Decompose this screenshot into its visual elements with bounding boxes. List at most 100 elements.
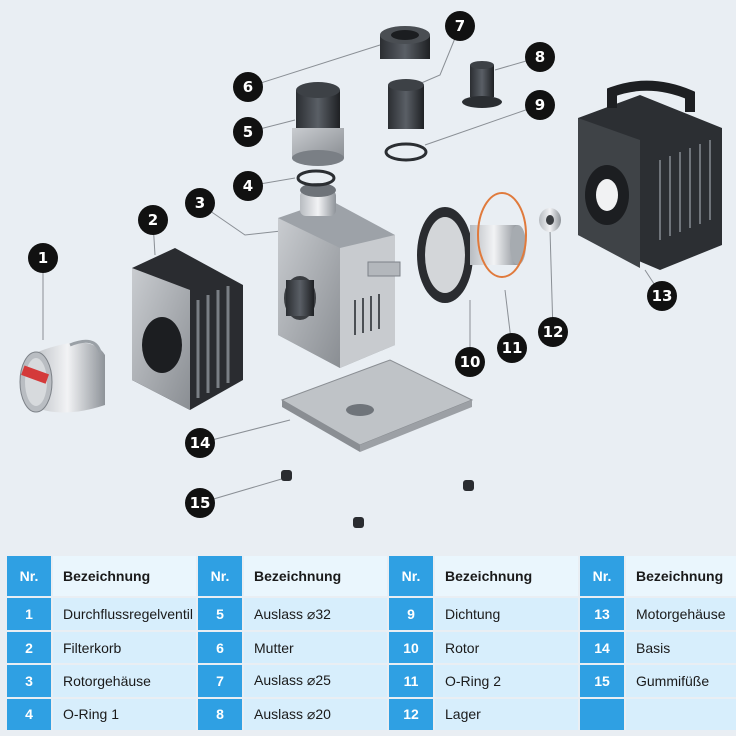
o-ring-2-part [477,192,527,278]
table-cell-nr: 4 [5,696,53,733]
nut-part [380,26,430,59]
table-cell-bezeichnung: Filterkorb [51,629,198,666]
table-cell-nr: 13 [578,596,626,632]
filter-basket-part [132,248,243,410]
number-badge-circle [525,42,555,72]
number-badge-label: 10 [460,353,481,371]
table-cell-nr: 7 [196,663,244,699]
number-badge-label: 13 [652,287,673,305]
number-badge-1: 1 [28,243,58,273]
rotor-part [417,207,526,303]
table-header-nr: Nr. [578,553,626,599]
outlet-20-part [462,61,502,108]
table-header-bezeichnung: Bezeichnung [51,553,198,599]
number-badge-9: 9 [525,90,555,120]
number-badge-label: 7 [455,17,465,35]
table-cell-bezeichnung: O-Ring 2 [433,663,580,699]
number-badge-14: 14 [185,428,215,458]
number-badge-2: 2 [138,205,168,235]
number-badge-circle [233,72,263,102]
number-badge-circle [525,90,555,120]
number-badge-label: 11 [502,339,523,357]
number-badge-label: 2 [148,211,158,229]
number-badge-circle [185,188,215,218]
motor-housing-part [578,80,722,270]
table-cell-bezeichnung: O-Ring 1 [51,696,198,733]
number-badge-6: 6 [233,72,263,102]
number-badge-11: 11 [497,333,527,363]
table-cell-nr [578,696,626,733]
table-cell-bezeichnung [624,696,736,733]
table-header-bezeichnung: Bezeichnung [433,553,580,599]
number-badge-label: 1 [38,249,48,267]
seal-part [384,142,428,162]
base-part [280,359,474,452]
number-badge-15: 15 [185,488,215,518]
number-badge-label: 15 [190,494,211,512]
number-badge-8: 8 [525,42,555,72]
table-cell-bezeichnung: Durchflussregelventil [51,596,198,632]
table-cell-nr: 8 [196,696,244,733]
number-badge-circle [538,317,568,347]
number-badge-circle [28,243,58,273]
table-cell-bezeichnung: Mutter [242,629,389,666]
table-cell-nr: 2 [5,629,53,666]
number-badge-circle [233,117,263,147]
number-badge-10: 10 [455,347,485,377]
number-badge-label: 12 [543,323,564,341]
number-badge-label: 6 [243,78,253,96]
number-badge-circle [497,333,527,363]
number-badge-7: 7 [445,11,475,41]
table-cell-nr: 10 [387,629,435,666]
number-badge-circle [445,11,475,41]
table-cell-nr: 9 [387,596,435,632]
outlet-32-part [292,82,344,166]
number-badge-12: 12 [538,317,568,347]
table-cell-bezeichnung: Auslass ⌀32 [242,596,389,632]
rubber-feet-part [281,470,474,528]
rotor-housing-part [278,183,401,368]
table-cell-nr: 1 [5,596,53,632]
table-cell-bezeichnung: Lager [433,696,580,733]
table-header-nr: Nr. [387,553,435,599]
table-header-nr: Nr. [196,553,244,599]
table-cell-bezeichnung: Rotor [433,629,580,666]
number-badge-label: 8 [535,48,545,66]
number-badge-5: 5 [233,117,263,147]
number-badge-label: 3 [195,194,205,212]
table-cell-bezeichnung: Auslass ⌀20 [242,696,389,733]
table-cell-nr: 14 [578,629,626,666]
number-badge-4: 4 [233,171,263,201]
number-badge-3: 3 [185,188,215,218]
table-cell-bezeichnung: Motorgehäuse [624,596,736,632]
o-ring-1-part [296,169,336,187]
table-cell-nr: 15 [578,663,626,699]
number-badge-circle [138,205,168,235]
table-header-bezeichnung: Bezeichnung [624,553,736,599]
table-cell-bezeichnung: Dichtung [433,596,580,632]
number-badge-label: 9 [535,96,545,114]
table-cell-bezeichnung: Basis [624,629,736,666]
bearing-part [539,208,561,232]
number-badge-label: 4 [243,177,253,195]
table-cell-nr: 6 [196,629,244,666]
number-badge-label: 14 [190,434,211,452]
table-cell-bezeichnung: Rotorgehäuse [51,663,198,699]
number-badge-circle [233,171,263,201]
number-badge-circle [185,428,215,458]
table-cell-nr: 11 [387,663,435,699]
table-header-bezeichnung: Bezeichnung [242,553,389,599]
table-cell-bezeichnung: Gummifüße [624,663,736,699]
table-cell-nr: 12 [387,696,435,733]
flow-control-valve-part [19,339,105,413]
number-badge-circle [455,347,485,377]
outlet-25-part [388,79,424,129]
